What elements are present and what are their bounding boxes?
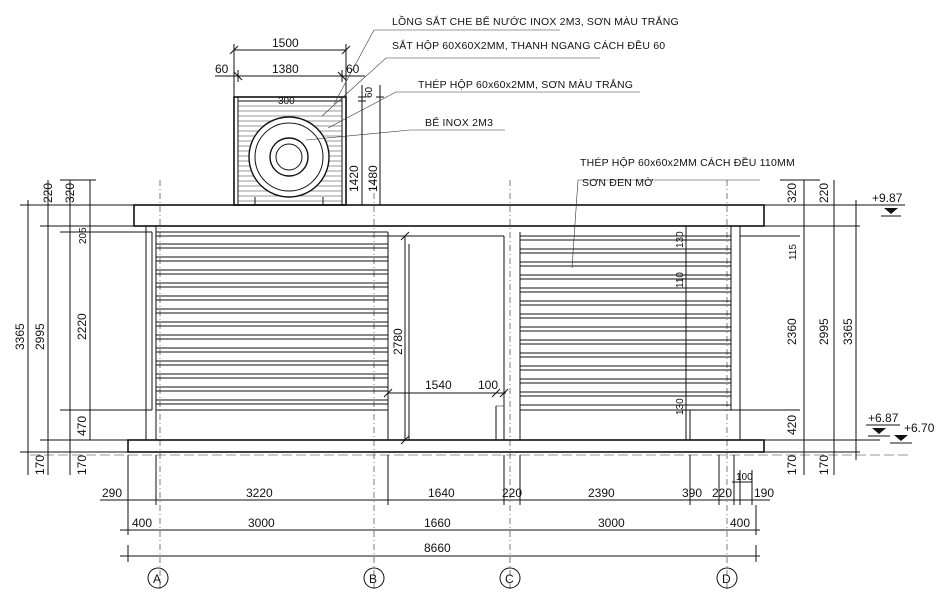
- grid-bubble-a: [147, 567, 169, 589]
- note-louver-1: THÉP HỘP 60x60x2MM CÁCH ĐỀU 110MM: [580, 156, 795, 169]
- dim-bottom-1660: 1660: [424, 516, 451, 530]
- dim-total-8660: 8660: [424, 541, 451, 555]
- dim-110: 110: [675, 272, 686, 288]
- dim-right-2995: 2995: [817, 318, 831, 345]
- dim-left-170a: 170: [33, 455, 47, 475]
- dim-bottom-2390: 2390: [588, 486, 615, 500]
- dim-left-2220: 2220: [75, 313, 89, 340]
- dim-left-470: 470: [75, 416, 89, 436]
- note-tank-cage: LỒNG SẮT CHE BỂ NƯỚC INOX 2M3, SƠN MÀU T…: [392, 15, 679, 28]
- dim-bottom-3000-right: 3000: [598, 516, 625, 530]
- grid-label-a: A: [153, 572, 161, 586]
- inner-dimensions: [383, 226, 687, 445]
- note-louver-2: SƠN ĐEN MỜ: [582, 176, 653, 189]
- dim-bottom-190: 190: [754, 486, 774, 500]
- dim-right-220: 220: [817, 183, 831, 203]
- dim-130-bottom: 130: [675, 398, 686, 415]
- grid-bubble-d: [716, 567, 738, 589]
- tank-ring: [254, 122, 324, 192]
- dim-left-2995: 2995: [33, 323, 47, 350]
- dim-1380: 1380: [272, 62, 299, 76]
- note-tank: BỂ INOX 2M3: [425, 116, 493, 129]
- dim-bottom-220b: 220: [712, 486, 732, 500]
- tank-outer-circle: [248, 116, 330, 198]
- level-arrow-floor: [872, 428, 886, 434]
- tank-hub: [275, 143, 303, 171]
- floor-slab: [127, 439, 765, 453]
- bottom-dimensions: [100, 455, 770, 562]
- dim-60-vertical: 60: [364, 86, 375, 98]
- grid-bubble-c: [499, 567, 521, 589]
- dim-left-205: 205: [78, 227, 89, 244]
- dim-right-3365: 3365: [841, 318, 855, 345]
- dim-2780: 2780: [391, 328, 405, 355]
- grid-label-c: C: [505, 572, 514, 586]
- level-ground: +6.70: [904, 421, 935, 435]
- left-dimensions: [20, 179, 152, 475]
- right-base-block: [689, 409, 741, 441]
- tank-inner-circle: [269, 137, 309, 177]
- dim-left-320: 320: [63, 183, 77, 203]
- dim-right-170a: 170: [785, 455, 799, 475]
- left-louver-panel: [151, 231, 389, 411]
- dim-right-420: 420: [785, 415, 799, 435]
- door-opening: [387, 235, 505, 440]
- dim-bottom-400-left: 400: [132, 516, 152, 530]
- dim-bottom-3000-left: 3000: [248, 516, 275, 530]
- dim-right-170b: 170: [817, 455, 831, 475]
- grid-label-d: D: [722, 572, 731, 586]
- dim-300: 300: [278, 96, 295, 107]
- level-markers: [866, 204, 912, 444]
- level-top: +9.87: [872, 191, 903, 205]
- dim-1500: 1500: [272, 36, 299, 50]
- dim-left-170b: 170: [75, 455, 89, 475]
- dim-60-left: 60: [215, 62, 229, 76]
- dim-right-320: 320: [785, 183, 799, 203]
- dim-right-115: 115: [788, 244, 799, 260]
- dim-right-2360: 2360: [785, 318, 799, 345]
- note-steel-box: THÉP HỘP 60x60x2MM, SƠN MÀU TRẮNG: [418, 78, 633, 91]
- level-arrow-ground: [894, 435, 908, 441]
- grid-bubbles: [147, 567, 738, 589]
- tank-dimensions: [215, 44, 384, 206]
- dim-bottom-400-right: 400: [730, 516, 750, 530]
- dim-130-top: 130: [675, 231, 686, 248]
- dim-bottom-390: 390: [682, 486, 702, 500]
- level-arrow-top: [884, 208, 898, 214]
- dim-100: 100: [478, 378, 498, 392]
- level-floor: +6.87: [868, 411, 899, 425]
- leader-lines: [305, 29, 760, 269]
- dim-bottom-3220: 3220: [246, 486, 273, 500]
- dim-1480: 1480: [366, 165, 380, 192]
- roof-slab: [133, 204, 765, 227]
- dim-bottom-1640: 1640: [428, 486, 455, 500]
- grid-bubble-b: [363, 567, 385, 589]
- dim-1540: 1540: [425, 378, 452, 392]
- dim-bottom-100: 100: [736, 472, 753, 483]
- dim-left-220: 220: [41, 183, 55, 203]
- water-tank-cage: [233, 96, 347, 206]
- grid-label-b: B: [369, 572, 377, 586]
- right-dimensions: [740, 179, 880, 475]
- dim-bottom-220: 220: [502, 486, 522, 500]
- dim-bottom-290: 290: [102, 486, 122, 500]
- right-louver-panel: [519, 232, 741, 441]
- note-tank-cage-2: SẮT HỘP 60X60X2MM, THANH NGANG CÁCH ĐỀU …: [392, 39, 665, 52]
- dim-left-3365: 3365: [13, 323, 27, 350]
- dim-1420: 1420: [347, 165, 361, 192]
